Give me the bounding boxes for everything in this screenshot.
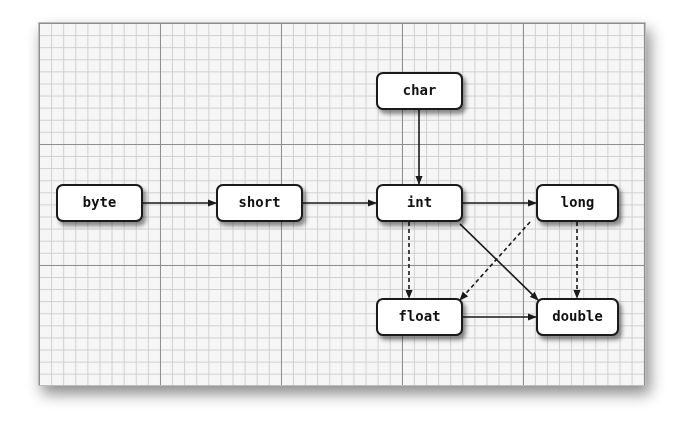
edge-int-to-double [459, 223, 539, 301]
node-long: long [536, 184, 619, 222]
node-double: double [536, 298, 619, 336]
edge-long-to-float [459, 221, 531, 301]
node-short: short [216, 184, 303, 222]
node-int: int [376, 184, 463, 222]
node-byte: byte [56, 184, 143, 222]
node-char: char [376, 72, 463, 110]
node-float: float [376, 298, 463, 336]
